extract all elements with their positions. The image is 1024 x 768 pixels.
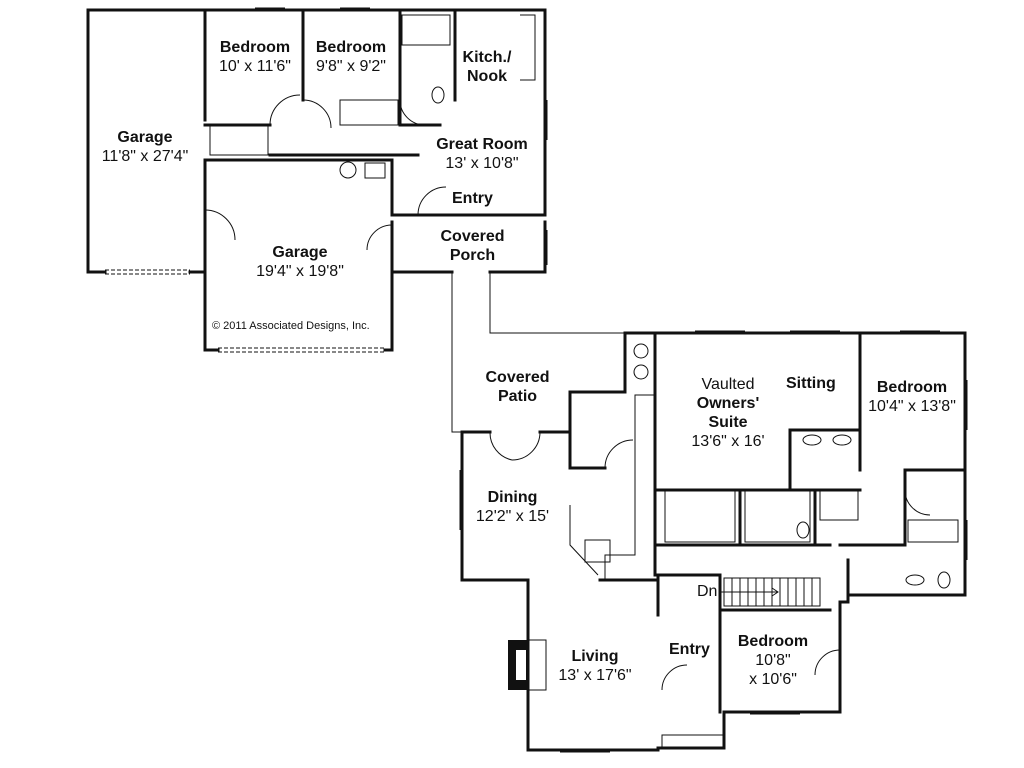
room-dimensions: 10'4" x 13'8"	[868, 398, 956, 415]
room-name: Garage	[272, 244, 328, 261]
room-name-line2: Nook	[467, 68, 507, 85]
room-dimensions: 10' x 11'6"	[219, 58, 291, 75]
room-name: Great Room	[436, 136, 528, 153]
room-name-line2: Suite	[708, 414, 748, 431]
dining-label: Dining 12'2" x 15'	[465, 488, 560, 526]
room-name-line2: Patio	[497, 388, 538, 405]
bedroom-2-label: Bedroom 9'8" x 9'2"	[305, 38, 397, 76]
living-label: Living 13' x 17'6"	[545, 647, 645, 685]
room-name: Kitch./	[462, 49, 512, 66]
room-name: Living	[571, 648, 619, 665]
room-dimensions: 19'4" x 19'8"	[256, 263, 344, 280]
bedroom-1-label: Bedroom 10' x 11'6"	[210, 38, 300, 76]
room-name: Garage	[117, 129, 173, 146]
room-name: Owners'	[696, 395, 760, 412]
garage-left-label: Garage 11'8" x 27'4"	[95, 128, 195, 166]
room-dimensions: 10'8"	[755, 652, 791, 669]
stairs-down-label: Dn	[697, 583, 718, 600]
room-prefix: Vaulted	[701, 376, 755, 393]
bedroom-3-label: Bedroom 10'4" x 13'8"	[862, 378, 962, 416]
room-dimensions: 11'8" x 27'4"	[101, 148, 189, 165]
room-name: Covered	[440, 228, 505, 245]
room-dimensions: 13' x 17'6"	[558, 667, 632, 684]
room-dimensions-line2: x 10'6"	[749, 671, 797, 688]
owners-suite-label: Vaulted Owners' Suite 13'6" x 16'	[678, 375, 778, 451]
room-name: Bedroom	[737, 633, 809, 650]
room-name: Covered	[485, 369, 550, 386]
great-room-label: Great Room 13' x 10'8"	[422, 135, 542, 173]
kitchen-nook-label: Kitch./ Nook	[452, 48, 522, 86]
room-dimensions: 13'6" x 16'	[691, 433, 765, 450]
entry-main-label: Entry	[669, 641, 710, 658]
room-dimensions: 9'8" x 9'2"	[316, 58, 386, 75]
room-name: Dining	[487, 489, 538, 506]
room-name-line2: Porch	[449, 247, 496, 264]
garage-main-label: Garage 19'4" x 19'8"	[245, 243, 355, 281]
room-dimensions: 12'2" x 15'	[475, 508, 550, 525]
covered-patio-label: Covered Patio	[470, 368, 565, 406]
room-name: Bedroom	[876, 379, 948, 396]
covered-porch-label: Covered Porch	[425, 227, 520, 265]
bedroom-4-label: Bedroom 10'8" x 10'6"	[728, 632, 818, 689]
room-name: Bedroom	[219, 39, 291, 56]
copyright-text: © 2011 Associated Designs, Inc.	[212, 320, 370, 332]
room-name: Bedroom	[315, 39, 387, 56]
entry-top-label: Entry	[452, 190, 493, 207]
sitting-label: Sitting	[786, 375, 836, 392]
fireplace	[508, 639, 547, 691]
room-dimensions: 13' x 10'8"	[445, 155, 519, 172]
details	[105, 7, 968, 753]
